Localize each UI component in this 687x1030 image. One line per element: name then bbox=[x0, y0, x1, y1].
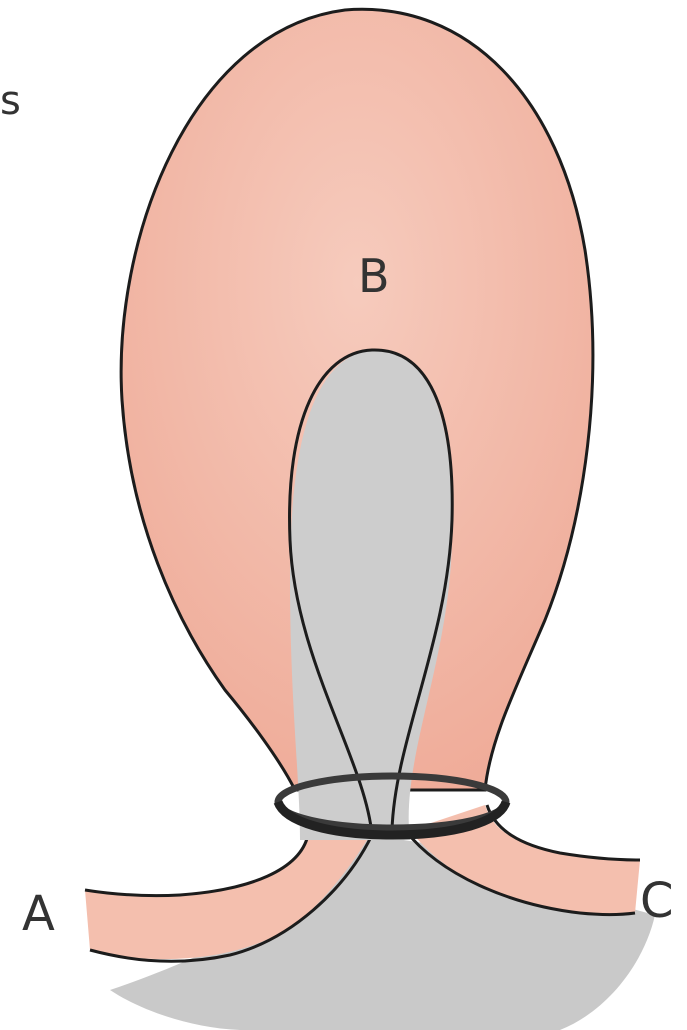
label-end-c: C bbox=[640, 873, 674, 929]
label-end-a: A bbox=[22, 886, 55, 942]
label-pouch-b: B bbox=[358, 249, 390, 303]
label-corner-s: s bbox=[0, 78, 21, 124]
